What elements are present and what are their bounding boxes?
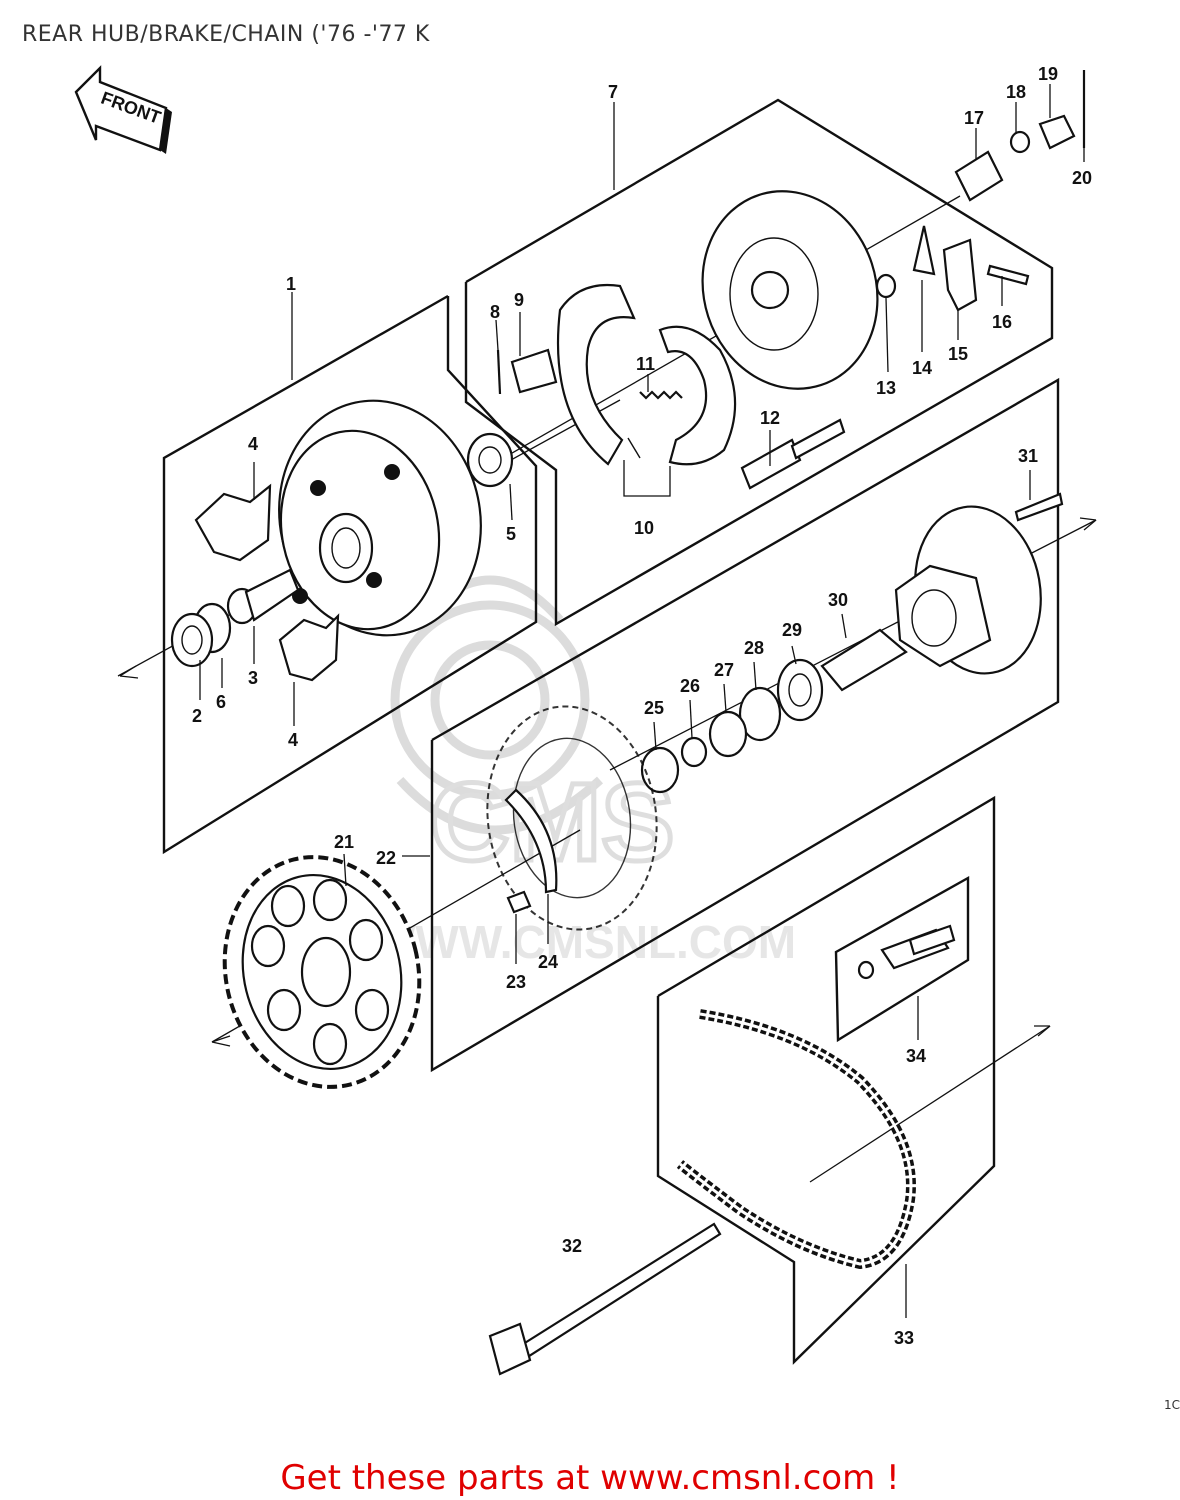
callout-21: 21 xyxy=(334,832,354,852)
callout-28: 28 xyxy=(744,638,764,658)
brake-camshaft xyxy=(740,418,846,490)
front-arrow-icon: FRONT xyxy=(74,65,172,154)
brake-spring-11 xyxy=(639,390,683,400)
bolt-16 xyxy=(986,264,1030,286)
callout-2: 2 xyxy=(192,706,202,726)
callout-8: 8 xyxy=(490,302,500,322)
direction-arrows xyxy=(119,517,1097,1047)
callout-4b: 4 xyxy=(288,730,298,750)
hub-collar xyxy=(226,568,300,625)
callout-4a: 4 xyxy=(248,434,258,454)
nut-23 xyxy=(506,890,532,914)
callout-10: 10 xyxy=(634,518,654,538)
callout-32: 32 xyxy=(562,1236,582,1256)
bearing-25 xyxy=(640,746,680,794)
sprocket-ghost xyxy=(486,705,658,931)
carrier-shaft-30 xyxy=(820,628,908,692)
rear-hub xyxy=(278,399,482,637)
callout-labels: 1 2 3 4 4 5 6 7 8 9 10 11 12 13 14 15 16… xyxy=(192,64,1092,1348)
washer-26 xyxy=(680,736,708,768)
callout-19: 19 xyxy=(1038,64,1058,84)
brake-panel xyxy=(701,190,879,390)
callout-13: 13 xyxy=(876,378,896,398)
callout-7: 7 xyxy=(608,82,618,102)
hub-damper-upper xyxy=(194,483,272,562)
callout-29: 29 xyxy=(782,620,802,640)
callout-1: 1 xyxy=(286,274,296,294)
callout-12: 12 xyxy=(760,408,780,428)
hub-damper-lower xyxy=(278,613,340,682)
page-code: 1C xyxy=(1163,1398,1180,1412)
callout-23: 23 xyxy=(506,972,526,992)
callout-9: 9 xyxy=(514,290,524,310)
rear-axle xyxy=(488,1222,722,1376)
brake-shoe-upper xyxy=(556,284,636,466)
rear-sprocket xyxy=(222,855,422,1089)
sprocket-carrier xyxy=(894,492,1064,675)
callout-24: 24 xyxy=(538,952,558,972)
watermark-logo: CMS WWW.CMSNL.COM xyxy=(372,575,796,968)
callout-33: 33 xyxy=(894,1328,914,1348)
callout-17: 17 xyxy=(964,108,984,128)
lock-plate-24 xyxy=(504,788,558,894)
callout-31: 31 xyxy=(1018,446,1038,466)
chain-joint-frame xyxy=(834,875,970,1043)
chain-master-link xyxy=(857,924,956,980)
callout-20: 20 xyxy=(1072,168,1092,188)
axle-nut-19 xyxy=(1038,114,1076,150)
callout-5: 5 xyxy=(506,524,516,544)
wear-indicator-14 xyxy=(912,225,936,276)
callout-16: 16 xyxy=(992,312,1012,332)
axle-collar-17 xyxy=(954,150,1004,202)
chain-axis-line xyxy=(809,1025,1051,1183)
spacer-27 xyxy=(708,710,748,758)
leader-lines xyxy=(199,84,1085,1318)
callout-22: 22 xyxy=(376,848,396,868)
footer-link[interactable]: Get these parts at www.cmsnl.com ! xyxy=(280,1458,900,1498)
brake-plate-9 xyxy=(510,348,558,394)
collar-28 xyxy=(738,686,782,742)
callout-11: 11 xyxy=(636,354,655,374)
callout-6: 6 xyxy=(216,692,226,712)
bearing-29 xyxy=(776,658,824,722)
brake-spring-10 xyxy=(627,437,641,459)
brake-cam-lever-15 xyxy=(942,238,978,312)
callout-3: 3 xyxy=(248,668,258,688)
callout-18: 18 xyxy=(1006,82,1026,102)
callout-14: 14 xyxy=(912,358,932,378)
callout-25: 25 xyxy=(644,698,664,718)
nut-13 xyxy=(875,273,897,299)
callout-15: 15 xyxy=(948,344,968,364)
brake-panel-frame xyxy=(464,98,1054,627)
callout-26: 26 xyxy=(680,676,700,696)
hub-bearing xyxy=(466,432,514,488)
watermark-text: WWW.CMSNL.COM xyxy=(372,916,796,968)
callout-30: 30 xyxy=(828,590,848,610)
sprocket-frame xyxy=(430,377,1060,1073)
brake-shoe-lower xyxy=(658,325,737,466)
cotter-pin xyxy=(496,349,502,395)
chain-frame xyxy=(656,795,996,1365)
callout-27: 27 xyxy=(714,660,734,680)
hub-frame xyxy=(162,294,538,855)
page-title: REAR HUB/BRAKE/CHAIN ('76 -'77 K xyxy=(22,22,430,47)
washer-18 xyxy=(1009,130,1031,154)
hub-seal xyxy=(170,602,232,668)
callout-34: 34 xyxy=(906,1046,926,1066)
